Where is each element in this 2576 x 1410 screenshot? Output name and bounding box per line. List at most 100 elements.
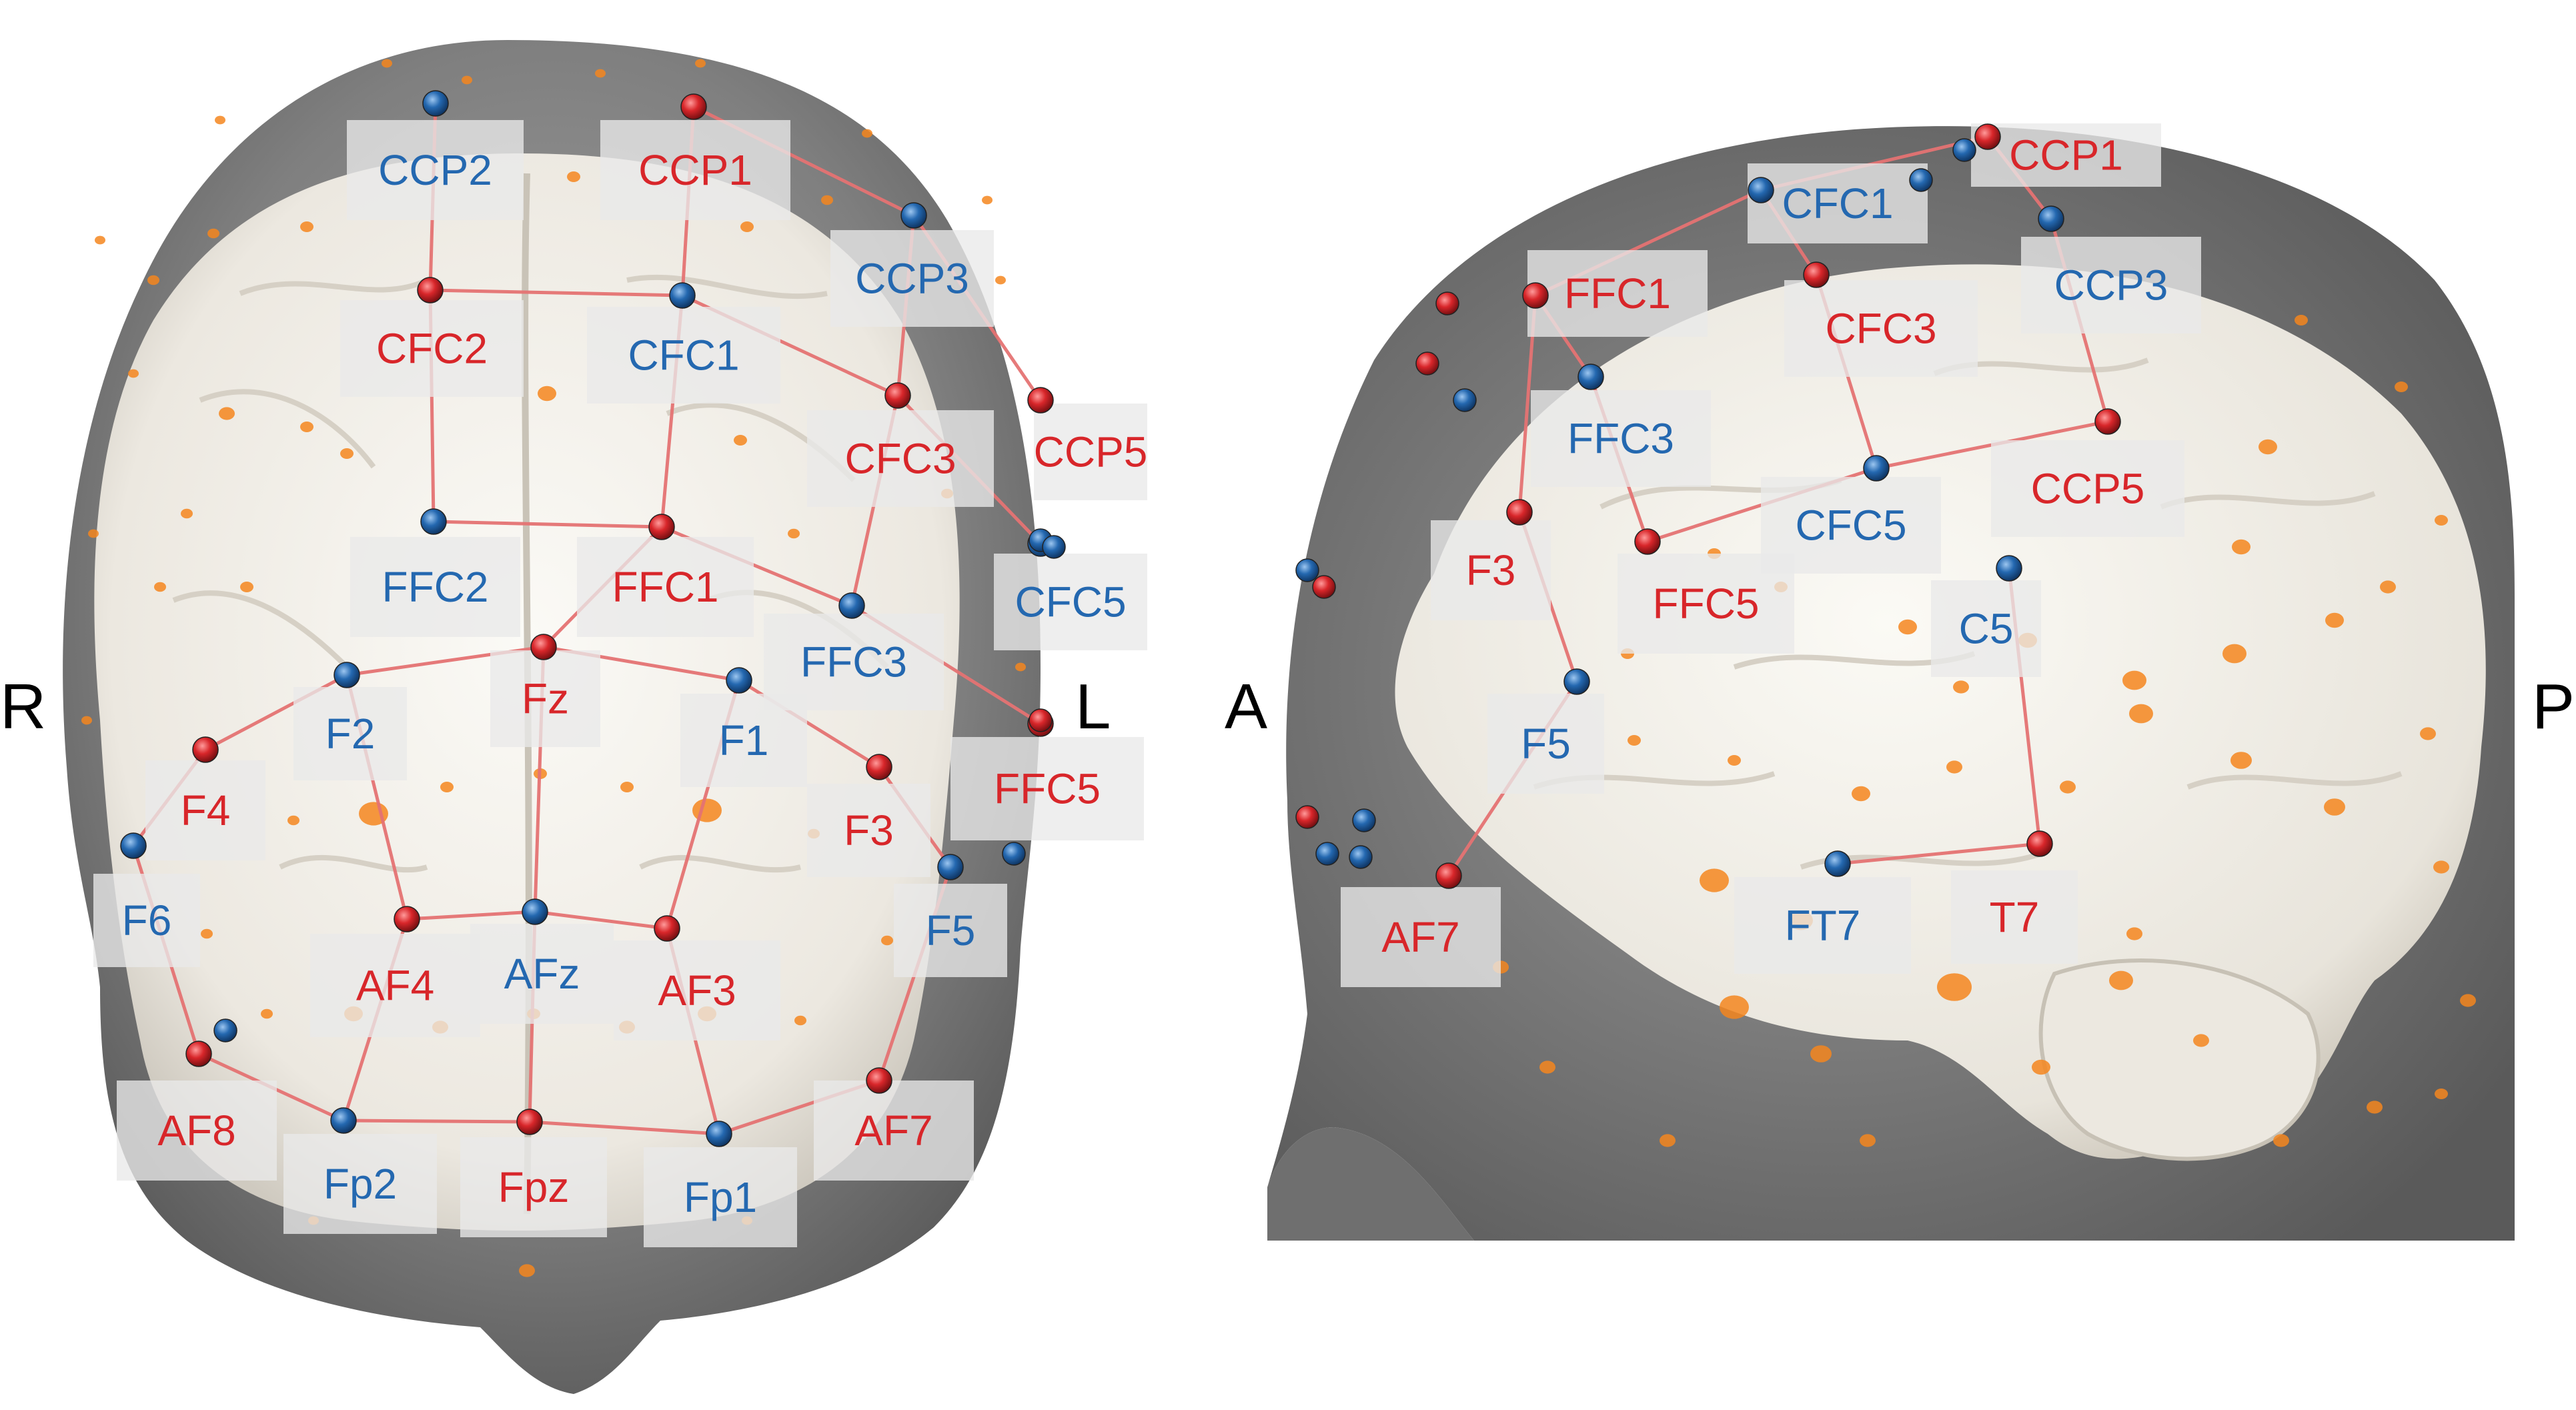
source-optode-ffc5 — [1634, 528, 1661, 555]
label-box — [347, 120, 524, 220]
label-box — [93, 874, 200, 967]
source-optode-f3 — [866, 754, 892, 780]
electrode-label-af7: AF7 — [854, 1107, 932, 1155]
label-box — [1531, 390, 1711, 487]
reference-dot — [1700, 868, 1729, 892]
label-box — [600, 120, 790, 220]
reference-dot — [240, 582, 253, 592]
detector-optode-cfc1 — [669, 282, 696, 309]
reference-dot — [734, 435, 747, 446]
electrode-label-cfc5: CFC5 — [1795, 502, 1906, 550]
electrode-label-af3: AF3 — [658, 966, 736, 1014]
reference-dot — [2232, 539, 2250, 555]
label-box — [1527, 250, 1708, 337]
label-box — [2021, 237, 2201, 333]
reference-dot — [462, 75, 472, 85]
reference-dot — [2109, 970, 2133, 990]
reference-dot — [2273, 1134, 2289, 1147]
neck-side — [1267, 1127, 1474, 1241]
detector-optode-afz — [522, 898, 548, 925]
channel-line — [406, 910, 536, 921]
reference-dot — [567, 171, 580, 182]
detector-optode — [213, 1018, 237, 1042]
electrode-label-f4: F4 — [181, 786, 231, 834]
label-box — [644, 1147, 797, 1247]
label-box — [293, 687, 407, 780]
detector-optode-ffc3 — [1577, 364, 1604, 390]
detector-optode — [1295, 558, 1319, 582]
electrode-label-fpz: Fpz — [498, 1163, 570, 1211]
reference-dot — [2380, 580, 2396, 594]
reference-dot — [1728, 755, 1741, 766]
electrode-label-af8: AF8 — [157, 1107, 235, 1155]
orientation-label-anterior: A — [1225, 671, 1267, 742]
reference-dot — [2324, 798, 2345, 816]
source-optode-ffc1 — [1522, 282, 1549, 309]
detector-optode-ffc2 — [420, 508, 447, 535]
reference-dot — [2060, 780, 2076, 794]
detector-optode — [1352, 808, 1376, 832]
electrode-label-f3: F3 — [1466, 546, 1516, 594]
source-optode — [1312, 575, 1336, 599]
detector-optode-ccp3 — [900, 202, 927, 229]
reference-dot — [2129, 704, 2153, 724]
detector-optode-fp1 — [706, 1121, 732, 1147]
brain-gyrus — [172, 590, 349, 669]
orientation-label-left: L — [1075, 671, 1111, 742]
reference-dot — [2230, 752, 2252, 769]
electrode-label-ccp1: CCP1 — [638, 146, 752, 194]
source-optode — [1029, 708, 1053, 732]
reference-dot — [181, 508, 193, 519]
reference-dot — [207, 228, 219, 239]
detector-optode — [1952, 138, 1976, 162]
reference-dot — [794, 1015, 806, 1026]
detector-optode-f5 — [1563, 668, 1590, 695]
source-optode-fpz — [516, 1109, 543, 1135]
detector-optode-f6 — [120, 832, 147, 859]
detector-optode — [1909, 168, 1933, 192]
source-optode-ccp1 — [1974, 123, 2001, 150]
reference-dot — [1937, 973, 1972, 1001]
source-optode — [1295, 805, 1319, 829]
label-box — [340, 300, 524, 397]
reference-dot — [2122, 670, 2146, 690]
source-optode-fz — [530, 634, 557, 660]
orientation-label-posterior: P — [2532, 671, 2575, 742]
reference-dot — [340, 448, 354, 459]
electrode-label-f6: F6 — [122, 896, 172, 944]
source-optode-f4 — [192, 736, 219, 763]
electrode-label-f5: F5 — [926, 906, 976, 954]
detector-optode — [1042, 535, 1066, 559]
electrode-label-ffc3: FFC3 — [1567, 415, 1674, 463]
label-box — [470, 924, 614, 1024]
reference-dot — [95, 235, 105, 245]
brain-gyrus — [239, 277, 428, 296]
reference-dot — [2420, 727, 2436, 740]
reference-dot — [2435, 1089, 2448, 1099]
electrode-label-cfc1: CFC1 — [1782, 179, 1893, 227]
source-optode — [1435, 291, 1459, 315]
electrode-label-cfc1: CFC1 — [628, 331, 739, 380]
detector-optode-f5 — [937, 854, 964, 880]
reference-dot — [1946, 760, 1962, 774]
detector-optode-ffc3 — [838, 592, 865, 619]
electrode-label-t7: T7 — [1990, 893, 2040, 941]
reference-dot — [1628, 735, 1641, 746]
label-box — [1341, 887, 1501, 987]
detector-optode — [1002, 842, 1026, 866]
electrode-label-ffc1: FFC1 — [1564, 269, 1671, 317]
electrode-label-af7: AF7 — [1381, 913, 1459, 961]
label-box — [1991, 440, 2184, 537]
reference-dot — [147, 275, 159, 285]
source-optode-ffc1 — [648, 514, 675, 540]
reference-dot — [519, 1264, 535, 1277]
reference-dot — [2032, 1059, 2050, 1075]
label-box — [587, 307, 780, 404]
reference-dot — [2325, 612, 2344, 628]
reference-dot — [788, 528, 800, 539]
label-box — [994, 554, 1147, 650]
channel-line — [1837, 842, 2040, 866]
source-optode-af7 — [1435, 862, 1462, 889]
